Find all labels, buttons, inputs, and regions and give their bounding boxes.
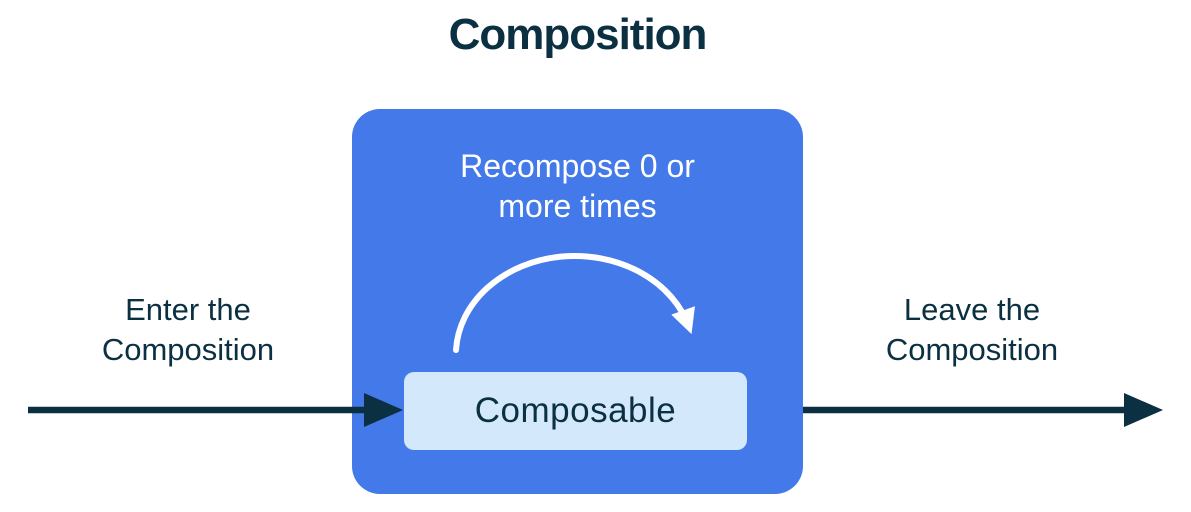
recompose-label: Recompose 0 or more times [460, 148, 695, 224]
leave-arrow-head [1124, 393, 1163, 427]
leave-arrow-icon [803, 393, 1163, 427]
composable-box: Composable [404, 372, 747, 450]
composable-label: Composable [474, 391, 677, 430]
enter-arrow-icon [28, 393, 403, 427]
leave-composition-label: Leave the Composition [885, 292, 1059, 367]
diagram-title: Composition [448, 10, 708, 59]
enter-composition-label: Enter the Composition [101, 292, 275, 367]
